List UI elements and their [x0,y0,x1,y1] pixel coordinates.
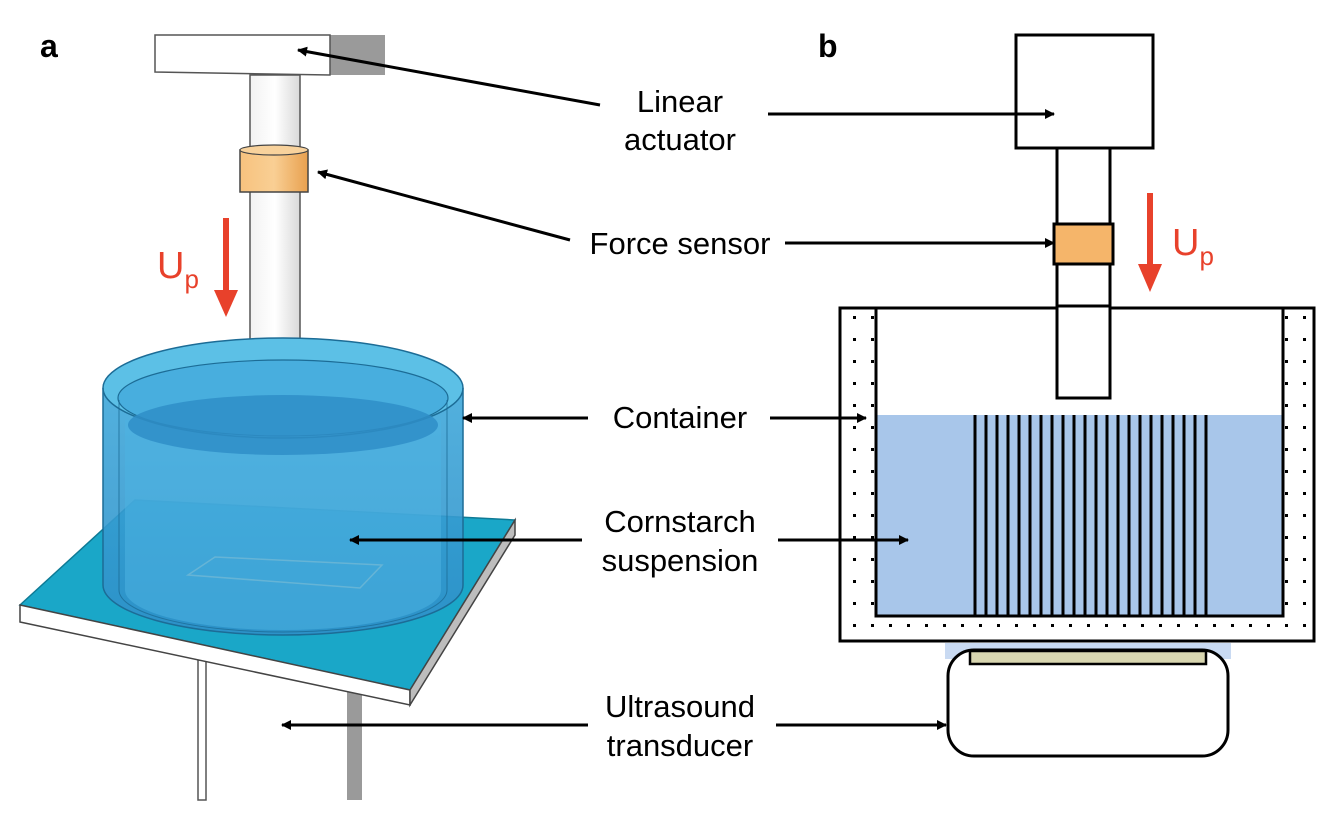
arrow-sensor-a [317,169,571,242]
ultrasound-transducer-body [946,648,1230,758]
stand-post [197,659,207,801]
label-linear-actuator-line2: actuator [624,122,736,157]
container-3d [102,337,464,636]
velocity-arrow-b [1138,193,1162,292]
label-linear-actuator-line1: Linear [637,84,723,119]
arrow-actuator-a [297,46,601,107]
label-container: Container [613,400,747,435]
force-sensor-3d [239,144,309,193]
panel-a: Up a [18,28,601,801]
label-ultrasound-line1: Ultrasound [605,689,755,724]
ultrasound-beams [973,415,1208,615]
label-force-sensor: Force sensor [590,226,771,261]
linear-actuator-3d [154,34,385,76]
panel-b: Up b [768,28,1316,758]
label-cornstarch-line1: Cornstarch [604,504,756,539]
velocity-label-b: Up [1172,222,1214,271]
transducer-face [968,649,1208,666]
label-cornstarch-line2: suspension [602,543,759,578]
container-schematic [838,304,1316,643]
panel-letter-a: a [40,28,58,64]
rod-3d [249,74,301,374]
force-sensor-box [1052,222,1115,266]
panel-letter-b: b [818,28,838,64]
velocity-arrow-a [214,218,238,317]
label-ultrasound-line2: transducer [607,728,753,763]
suspension-fill [877,415,1282,615]
velocity-label-a: Up [157,245,199,294]
center-labels: Linear actuator Force sensor Container C… [590,84,771,763]
linear-actuator-box [1014,33,1155,150]
stand-post-gray [347,680,362,800]
